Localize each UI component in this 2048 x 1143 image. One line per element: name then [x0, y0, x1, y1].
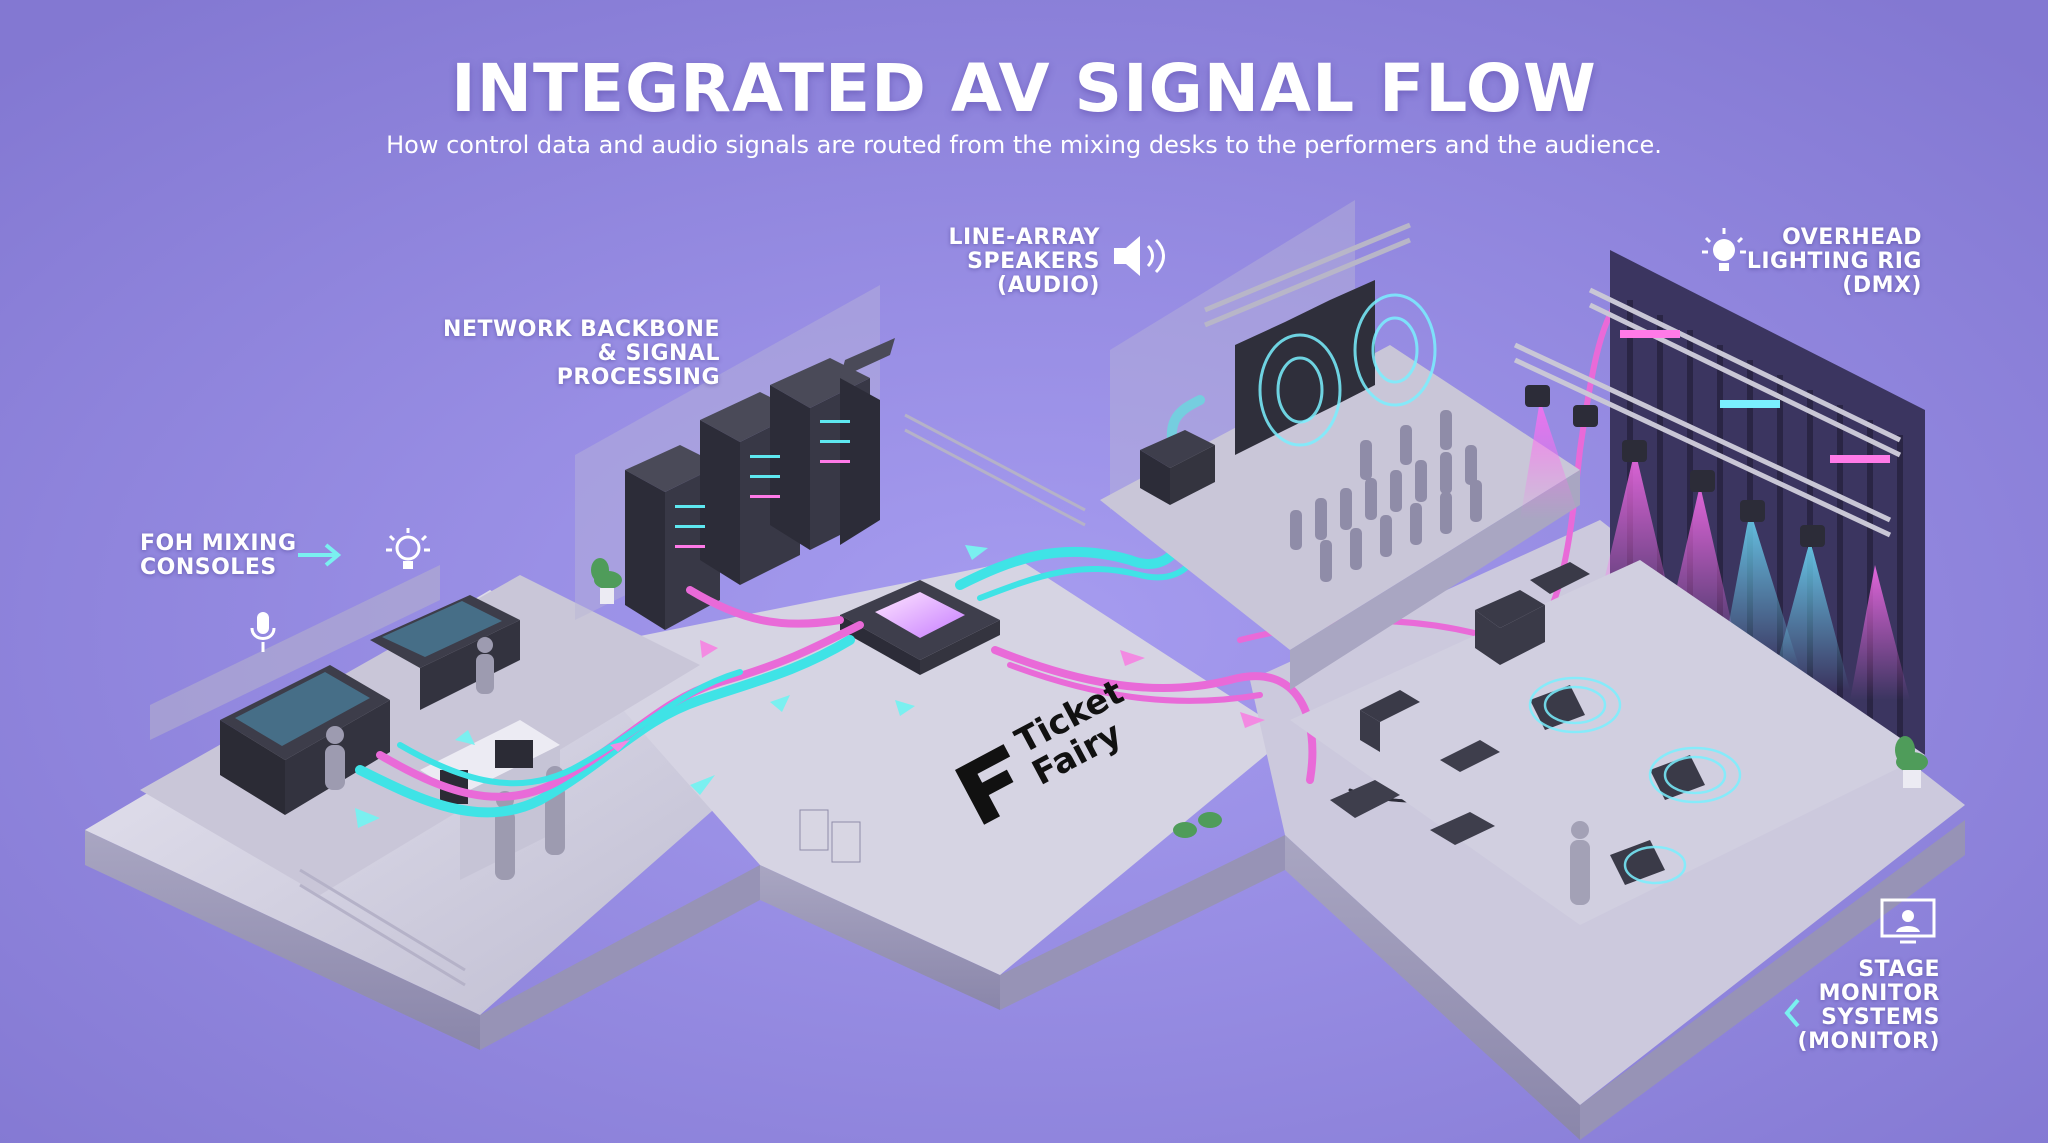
railing — [904, 413, 1086, 527]
plant — [1895, 736, 1928, 788]
flow-arrows — [355, 545, 988, 828]
speaker-icon — [1114, 236, 1165, 276]
stage-boxes — [1330, 740, 1500, 845]
railing — [299, 868, 466, 987]
glass-partition — [150, 565, 440, 740]
server-rack-4 — [840, 338, 895, 545]
arrow-up-left-icon — [455, 730, 475, 745]
label-line: CONSOLES — [140, 555, 277, 580]
glass-wall — [1110, 200, 1355, 510]
arrow-right-icon — [700, 640, 718, 658]
performer-figure — [1570, 821, 1590, 905]
label-line: LINE-ARRAY — [948, 225, 1100, 250]
arrow-right-icon — [298, 543, 342, 567]
sound-waves — [1258, 293, 1437, 447]
stage-zone — [1290, 250, 1928, 925]
page-title: INTEGRATED AV SIGNAL FLOW — [451, 50, 1597, 127]
label-line: (DMX) — [1842, 273, 1922, 298]
plant — [591, 558, 622, 604]
truss — [1204, 222, 1411, 328]
operator-figures — [325, 637, 565, 880]
label-line: STAGE — [1858, 957, 1940, 982]
network-zone — [575, 285, 1086, 675]
arrow-right-icon — [690, 775, 715, 795]
moving-head-lights — [1525, 385, 1825, 547]
label-line: & SIGNAL PROCESSING — [556, 341, 720, 390]
audience-zone — [1100, 200, 1580, 690]
microphone-icon — [250, 612, 276, 652]
mixing-console-main — [220, 665, 390, 815]
arrow-down-right-icon — [895, 700, 915, 716]
label-line: LIGHTING RIG — [1746, 249, 1922, 274]
platform-base — [85, 820, 1965, 1140]
monitor-icon — [1880, 898, 1936, 944]
logo-mark — [955, 744, 1014, 825]
label-line-array-speakers: LINE-ARRAY SPEAKERS (AUDIO) — [900, 226, 1100, 298]
label-line: OVERHEAD — [1782, 225, 1922, 250]
monitor-wedges — [1530, 685, 1705, 885]
label-foh-mixing-consoles: FOH MIXING CONSOLES — [140, 532, 297, 580]
crowd-figures — [1290, 410, 1482, 582]
arrow-left-icon — [770, 695, 790, 712]
label-line: SYSTEMS — [1821, 1005, 1940, 1030]
equipment-cabinets — [799, 809, 1222, 863]
page-subtitle: How control data and audio signals are r… — [386, 131, 1662, 159]
lighting-truss — [1513, 287, 1902, 538]
chevron-left-icon — [1784, 998, 1800, 1028]
led-bars — [1620, 330, 1890, 463]
label-network-backbone: NETWORK BACKBONE & SIGNAL PROCESSING — [440, 318, 720, 390]
arrow-left-icon — [610, 740, 630, 752]
lightbulb-icon — [1702, 228, 1746, 271]
road-cases — [1360, 562, 1590, 752]
label-line: SPEAKERS — [967, 249, 1100, 274]
label-line: MONITOR — [1818, 981, 1940, 1006]
label-line: (MONITOR) — [1797, 1029, 1940, 1054]
rack-led-indicators — [675, 420, 850, 528]
arrow-right-icon — [355, 808, 380, 828]
amp-rack — [1140, 430, 1215, 505]
label-stage-monitor-systems: STAGE MONITOR SYSTEMS (MONITOR) — [1740, 958, 1940, 1054]
arrow-right-icon — [965, 545, 988, 560]
processor-chip — [840, 580, 1000, 675]
mixing-console-secondary — [370, 595, 520, 710]
label-overhead-lighting-rig: OVERHEAD LIGHTING RIG (DMX) — [1720, 226, 1922, 298]
label-line: (AUDIO) — [997, 273, 1100, 298]
stage-floor — [1290, 560, 1925, 925]
arrow-right-icon — [1120, 650, 1145, 666]
label-line: FOH MIXING — [140, 531, 297, 556]
arrow-right-icon — [1240, 712, 1265, 728]
label-line: NETWORK BACKBONE — [443, 317, 720, 342]
monitor-waves — [1528, 676, 1742, 885]
lightbulb-icon — [386, 528, 430, 569]
